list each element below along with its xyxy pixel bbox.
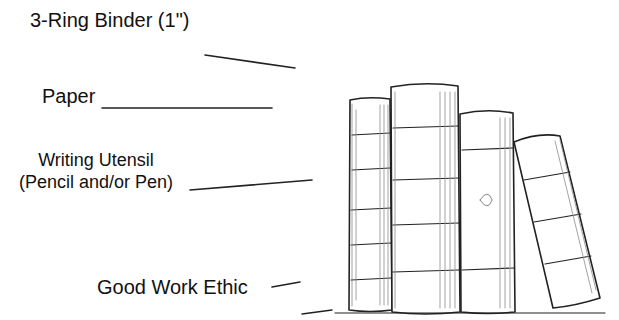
shelf-line	[302, 310, 332, 314]
item-label: Paper	[42, 84, 95, 108]
item-label: Good Work Ethic	[97, 275, 248, 299]
item-label: Writing Utensil (Pencil and/or Pen)	[10, 150, 182, 193]
leader-line	[190, 180, 312, 190]
item-label: 3-Ring Binder (1")	[30, 8, 189, 32]
leader-line	[205, 55, 295, 68]
leader-line	[102, 107, 272, 109]
leader-line	[272, 282, 300, 287]
